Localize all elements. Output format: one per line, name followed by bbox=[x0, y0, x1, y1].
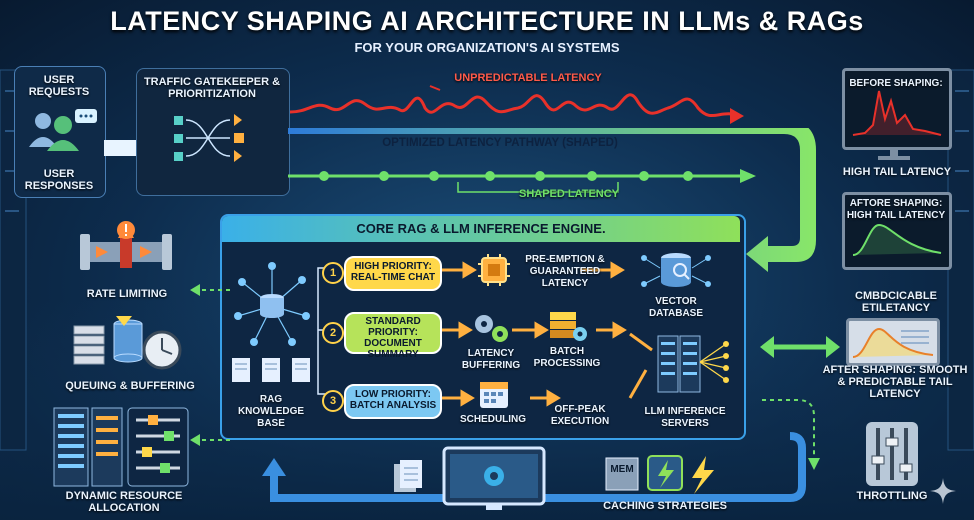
caching-label: CACHING STRATEGIES bbox=[603, 500, 727, 512]
after-shaping-chart-2 bbox=[852, 327, 934, 358]
central-monitor-icon bbox=[442, 446, 546, 510]
knowledge-base-label: RAG KNOWLEDGE BASE bbox=[237, 394, 305, 429]
off-peak-label: OFF-PEAK EXECUTION bbox=[550, 404, 610, 427]
shaped-latency-line bbox=[288, 169, 756, 193]
memory-chip-label: MEM bbox=[610, 464, 634, 475]
core-engine-title: CORE RAG & LLM INFERENCE ENGINE. bbox=[356, 221, 606, 236]
calendar-icon bbox=[480, 382, 508, 408]
dynamic-resource-label: DYNAMIC RESOURCE ALLOCATION bbox=[65, 490, 183, 514]
memory-chip-icon bbox=[605, 457, 639, 491]
priority-1-badge: HIGH PRIORITY: REAL-TIME CHAT bbox=[344, 256, 442, 291]
cache-lightning-icon bbox=[647, 455, 714, 494]
monitor-stand-1 bbox=[878, 148, 910, 160]
return-path-arrow bbox=[262, 432, 806, 502]
gatekeeper-panel bbox=[136, 68, 290, 196]
before-shaping-chart bbox=[852, 90, 942, 136]
before-shaping-caption: HIGH TAIL LATENCY bbox=[842, 166, 952, 178]
bidirectional-arrow bbox=[760, 336, 840, 358]
users-panel bbox=[14, 66, 106, 198]
core-engine-header bbox=[222, 216, 740, 242]
user-responses-label: USER RESPONSES bbox=[24, 168, 94, 192]
priority-2-number: 2 bbox=[322, 322, 344, 344]
after-shaping-chart-1 bbox=[852, 223, 942, 256]
before-shaping-monitor bbox=[842, 68, 952, 150]
queuing-label: QUEUING & BUFFERING bbox=[65, 380, 195, 392]
after-shaping-monitor-1 bbox=[842, 192, 952, 270]
feedback-arrows-left bbox=[190, 284, 230, 446]
scheduling-label: SCHEDULING bbox=[459, 414, 527, 425]
priority-3-number: 3 bbox=[322, 390, 344, 412]
batch-stack-icon bbox=[550, 312, 587, 341]
page-title: LATENCY SHAPING AI ARCHITECTURE IN LLMs … bbox=[110, 6, 864, 36]
rate-limiting-icon bbox=[80, 226, 172, 270]
after-shaping-caption-2: AFTER SHAPING: SMOOTH & PREDICTABLE TAIL… bbox=[822, 364, 968, 400]
optimized-pathway-label: OPTIMIZED LATENCY PATHWAY (SHAPED) bbox=[382, 137, 618, 149]
users-icon bbox=[29, 109, 97, 151]
throttling-label: THROTTLING bbox=[856, 490, 928, 502]
chip-icon bbox=[478, 254, 510, 286]
priority-3-badge: LOW PRIORITY: BATCH ANALYSIS bbox=[344, 384, 442, 419]
prioritization-icon bbox=[174, 114, 244, 162]
gatekeeper-label: TRAFFIC GATEKEEPER & PRIORITIZATION bbox=[143, 76, 281, 100]
gears-icon bbox=[475, 315, 508, 342]
vector-database-icon bbox=[641, 253, 711, 287]
latency-buffering-label: LATENCY BUFFERING bbox=[461, 348, 521, 371]
knowledge-graph-icon bbox=[232, 262, 310, 382]
optimized-pathway-arrow bbox=[288, 128, 816, 272]
sparkle-icon bbox=[930, 478, 956, 504]
throttling-icon bbox=[866, 422, 918, 486]
batch-processing-label: BATCH PROCESSING bbox=[533, 346, 601, 369]
shaped-latency-label: SHAPED LATENCY bbox=[518, 188, 620, 200]
after-shaping-caption-1: CMBDCICABLE ETILETANCY bbox=[855, 290, 937, 314]
before-shaping-title: BEFORE SHAPING: bbox=[849, 78, 943, 89]
engine-flow-arrows bbox=[442, 261, 653, 407]
priority-1-number: 1 bbox=[322, 262, 344, 284]
queuing-icon bbox=[73, 316, 182, 370]
documents-icon bbox=[394, 460, 422, 492]
llm-servers-icon bbox=[657, 335, 729, 393]
rate-limiting-label: RATE LIMITING bbox=[86, 288, 168, 300]
unpredictable-latency-label: UNPREDICTABLE LATENCY bbox=[454, 72, 602, 84]
vector-database-label: VECTOR DATABASE bbox=[648, 296, 704, 319]
priority-2-badge: STANDARD PRIORITY: DOCUMENT SUMMARY bbox=[344, 312, 442, 360]
llm-servers-label: LLM INFERENCE SERVERS bbox=[644, 406, 726, 429]
user-requests-label: USER REQUESTS bbox=[28, 74, 90, 98]
page-subtitle: FOR YOUR ORGANIZATION'S AI SYSTEMS bbox=[354, 40, 620, 55]
unpredictable-latency-line bbox=[290, 85, 744, 124]
resource-allocation-icon bbox=[53, 407, 189, 487]
preemption-label: PRE-EMPTION & GUARANTEED LATENCY bbox=[525, 254, 605, 289]
after-shaping-monitor-2 bbox=[846, 318, 940, 366]
after-shaping-title-1: AFTORE SHAPING: HIGH TAIL LATENCY bbox=[846, 198, 946, 221]
warning-icon bbox=[117, 221, 135, 239]
feedback-arrows-right bbox=[762, 399, 820, 470]
